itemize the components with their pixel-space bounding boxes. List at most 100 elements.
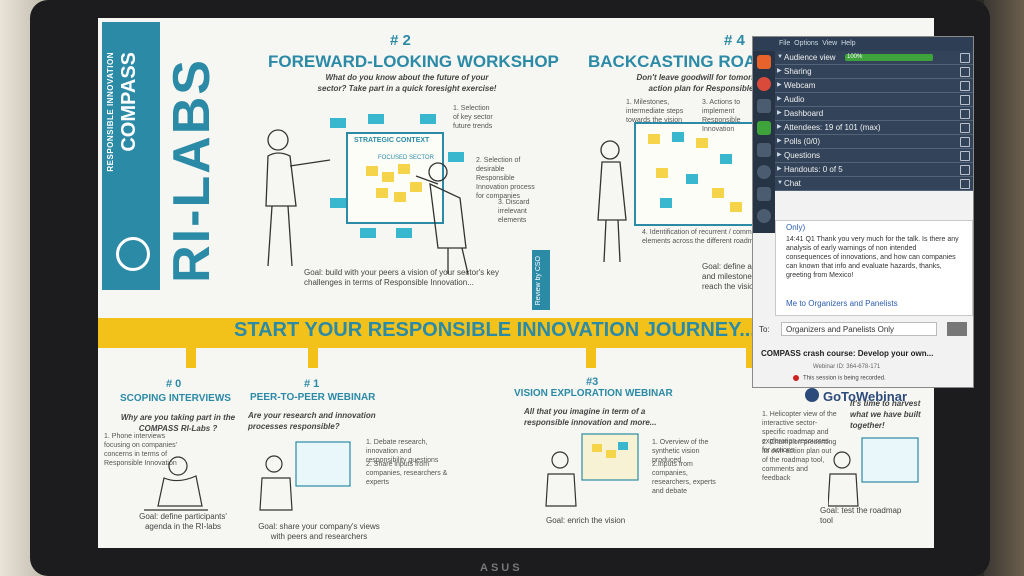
webinar-course-title: COMPASS crash course: Develop your own..… [761,349,934,358]
collapse-arrow-icon: ▶ [777,68,782,74]
step0-title: SCOPING INTERVIEWS [120,393,231,404]
phone-interview-icon [144,456,208,511]
close-icon[interactable] [960,137,970,147]
step5-note-2: 2. Champion presenting its own action pl… [762,439,837,482]
chat-send-button[interactable] [947,322,967,336]
close-icon[interactable] [960,109,970,119]
sticky-note [360,228,376,238]
menu-view[interactable]: View [822,40,838,47]
webinar-id: Webinar ID: 364-678-171 [813,364,881,370]
step0-number: # 0 [166,378,182,390]
chat-recipient-select[interactable]: Organizers and Panelists Only [781,322,937,336]
collapse-arrow-icon: ▶ [777,166,782,172]
brand-tagline: RESPONSIBLE INNOVATION [106,52,115,172]
sticky-note [394,192,406,202]
panel-questions[interactable]: ▶Questions [775,149,973,163]
panel-audio[interactable]: ▶Audio [775,93,973,107]
sticky-note [656,168,668,178]
roadmap-tool-icon [828,437,919,507]
step4-note-3: 4. Identification of recurrent / common … [642,229,765,245]
pen-icon[interactable] [757,209,771,223]
recording-dot-icon [793,375,799,381]
close-icon[interactable] [960,151,970,161]
step5-subtitle: It's time to harvest what we have built … [850,399,921,430]
gtw-sidebar [753,51,775,233]
step4-title: BACKCASTING ROADMA [588,52,795,71]
webcam-icon[interactable] [757,99,771,113]
panel-sharing[interactable]: ▶Sharing [775,65,973,79]
microphone-icon[interactable] [757,77,771,91]
menu-options[interactable]: Options [794,40,819,47]
webinar-screen-icon [259,441,351,511]
menu-help[interactable]: Help [841,40,856,47]
sticky-note [382,172,394,182]
close-icon[interactable] [960,81,970,91]
close-icon[interactable] [960,123,970,133]
sticky-note [712,188,724,198]
collapse-arrow-icon: ▶ [777,152,782,158]
brand-name: COMPASS [118,52,140,152]
step2-number: # 2 [390,32,411,49]
close-icon[interactable] [960,95,970,105]
sticky-note [448,152,464,162]
share-arrow-icon[interactable] [757,55,771,69]
compass-brand-block: RESPONSIBLE INNOVATION COMPASS [102,22,160,290]
step1-goal: Goal: share your company's views with pe… [258,522,380,541]
step2-subtitle: What do you know about the future of you… [317,73,497,93]
collapse-arrow-icon: ▶ [777,138,782,144]
copy-icon[interactable] [757,187,771,201]
panel-webcam[interactable]: ▶Webcam [775,79,973,93]
sticky-note [686,174,698,184]
step3-goal: Goal: enrich the vision [546,516,626,525]
focus-label: FOCUSED SECTOR [378,155,434,161]
panel-attendees[interactable]: ▶Attendees: 19 of 101 (max) [775,121,973,135]
sticky-note [368,114,384,124]
collapse-arrow-icon: ▶ [777,124,782,130]
step4-subtitle: Don't leave goodwill for tomorrow action… [636,73,766,93]
step2-note-2: 2. Selection of desirable Responsible In… [476,157,535,200]
panel-chat[interactable]: ▼Chat [775,177,973,191]
step4-note-2: 3. Actions to implement Responsible Inno… [702,99,741,133]
gotowebinar-logo: GoToWebinar [823,389,908,404]
step3-subtitle: All that you imagine in term of a respon… [524,407,657,427]
close-icon[interactable] [960,179,970,189]
sticky-note [376,188,388,198]
step2-title: FOREWARD-LOOKING WORKSHOP [268,52,559,71]
step4-number: # 4 [724,32,745,49]
board-label: STRATEGIC CONTEXT [354,137,430,144]
chat-log[interactable]: Only) 14:41 Q1 Thank you very much for t… [775,220,973,316]
panel-dashboard[interactable]: ▶Dashboard [775,107,973,121]
close-icon[interactable] [960,165,970,175]
collapse-arrow-icon: ▶ [777,82,782,88]
collapse-arrow-icon: ▼ [777,180,783,186]
chat-previous-line: Only) [786,223,806,232]
chat-to-label: To: [759,325,770,334]
close-icon[interactable] [960,53,970,63]
menu-file[interactable]: File [779,40,791,47]
sticky-note [396,228,412,238]
recording-status: This session is being recorded. [793,375,886,382]
collapse-arrow-icon: ▶ [777,110,782,116]
step1-number: # 1 [304,378,320,390]
panel-handouts[interactable]: ▶Handouts: 0 of 5 [775,163,973,177]
close-icon[interactable] [960,67,970,77]
panel-polls[interactable]: ▶Polls (0/0) [775,135,973,149]
participant-figure-icon [415,162,469,275]
audience-meter: 100% [845,54,933,61]
program-title: RI-LABS [163,58,221,283]
screen-share-icon[interactable] [757,121,771,135]
timeline-tick [746,346,756,368]
step2-note-3: 3. Discard irrelevant elements [498,199,530,224]
sticky-note [672,132,684,142]
compass-logo-icon [116,237,150,271]
laptop-logo: ASUS [480,562,523,574]
step5-note-1: 1. Helicopter view of the interactive se… [762,411,837,454]
sticky-note [730,202,742,212]
step0-goal: Goal: define participants' agenda in the… [139,512,227,531]
grid-view-icon[interactable] [757,143,771,157]
sticky-note [398,164,410,174]
pause-icon[interactable] [757,165,771,179]
